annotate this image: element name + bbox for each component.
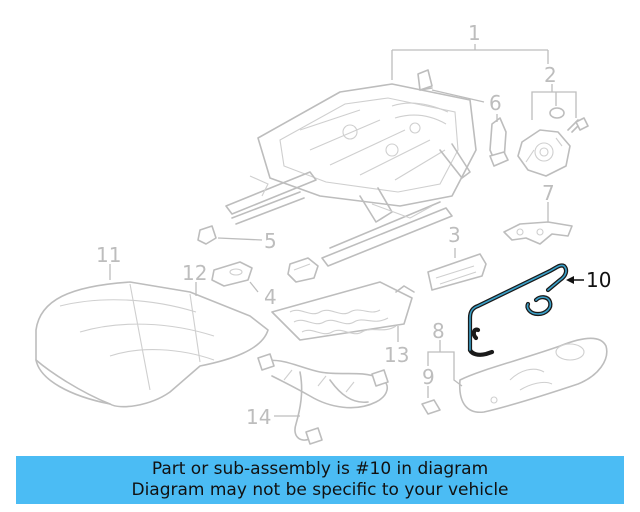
callout-7: 7 [542,181,555,205]
part-14-harness [257,353,389,445]
callout-9: 9 [422,365,435,389]
arrow-10 [566,276,574,284]
callout-14: 14 [246,405,271,429]
banner-line-2: Diagram may not be specific to your vehi… [131,480,509,500]
part-3-trim [427,253,487,291]
callout-5: 5 [264,229,277,253]
part-1-seat-frame [225,83,477,267]
callout-11: 11 [96,243,121,267]
part-2-motor-and-bolt [517,107,589,177]
part-4-clip [287,257,319,283]
part-5-clip [197,225,217,245]
callout-10: 10 [586,268,611,292]
part-10-cable-highlighted [467,263,569,357]
part-6-bracket [489,117,509,167]
callout-3: 3 [448,223,461,247]
leader-lines [109,44,577,417]
callout-13: 13 [384,343,409,367]
info-banner: Part or sub-assembly is #10 in diagram D… [16,456,624,504]
callout-8: 8 [432,319,445,343]
callout-2: 2 [544,63,557,87]
callout-12: 12 [182,261,207,285]
part-13-mat [271,281,415,341]
part-8-shield [459,337,608,413]
part-11-cushion [35,281,269,408]
part-12-clip [211,261,253,287]
part-7-bracket [503,221,573,245]
part-9-clip [421,399,441,415]
callout-4: 4 [264,285,277,309]
callout-1: 1 [468,21,481,45]
callout-6: 6 [489,91,502,115]
part-clip-top [417,69,433,91]
banner-line-1: Part or sub-assembly is #10 in diagram [151,459,489,479]
